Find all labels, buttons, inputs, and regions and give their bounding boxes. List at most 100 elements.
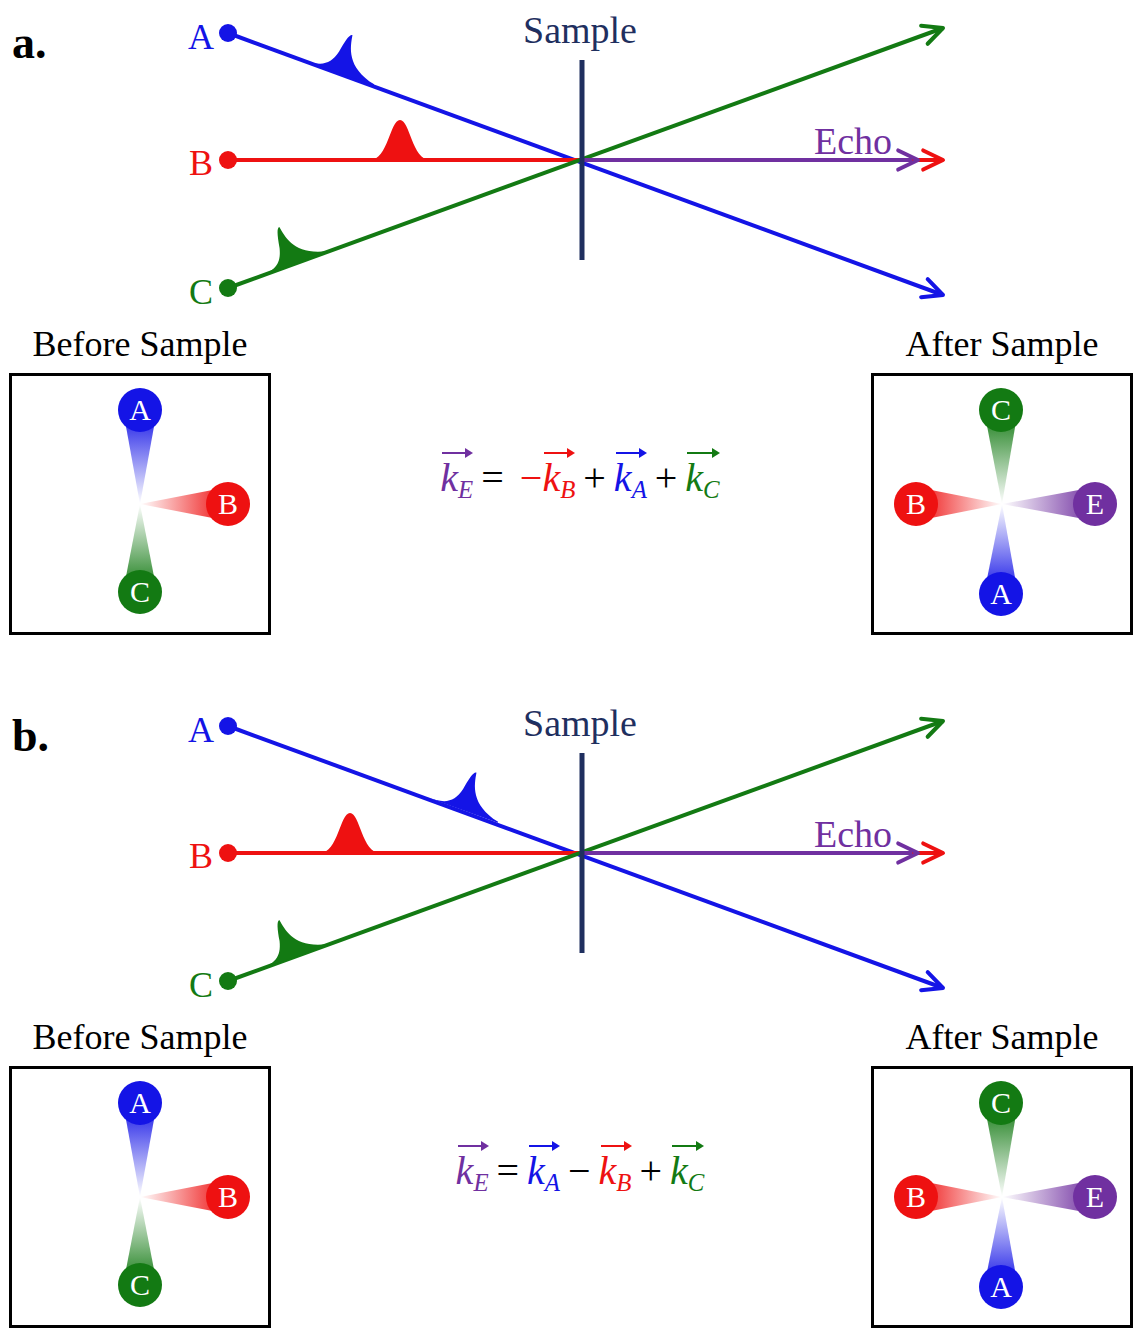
beam-circle: A xyxy=(979,1265,1023,1309)
beam-circle: A xyxy=(118,1081,162,1125)
wavevector: kB xyxy=(599,1141,632,1196)
beam-letter: A xyxy=(188,712,214,748)
echo-label: Echo xyxy=(814,122,892,160)
operator: − xyxy=(568,1148,591,1193)
panel-letter: b. xyxy=(12,713,49,759)
sample-label: Sample xyxy=(521,704,639,742)
beam-a xyxy=(228,33,943,295)
circle-letter: B xyxy=(218,489,238,519)
wavevector-equation: kE=kA−kB+kC xyxy=(330,1141,830,1196)
vector-subscript: B xyxy=(616,1169,631,1196)
circle-letter: E xyxy=(1086,1182,1104,1212)
beam-origin-dot xyxy=(219,844,237,862)
arrow-head xyxy=(921,719,943,737)
beam-origin-dot xyxy=(219,279,237,297)
wavevector: kA xyxy=(614,448,647,503)
beam-origin-dot xyxy=(219,24,237,42)
beam-circle: B xyxy=(894,1175,938,1219)
circle-letter: E xyxy=(1086,489,1104,519)
beam-circle: C xyxy=(118,1263,162,1307)
circle-letter: B xyxy=(218,1182,238,1212)
arrow-head xyxy=(921,26,943,44)
wavevector: kA xyxy=(527,1141,560,1196)
wavevector: kE xyxy=(440,448,473,503)
operator: + xyxy=(640,1148,663,1193)
circle-letter: A xyxy=(129,1088,151,1118)
beam-circle: E xyxy=(1073,482,1117,526)
operator: − xyxy=(520,455,543,500)
arrow-head xyxy=(923,150,943,169)
box-heading: After Sample xyxy=(854,1019,1133,1055)
light-pulse xyxy=(426,759,511,822)
wavevector-equation: kE=−kB+kA+kC xyxy=(330,448,830,503)
wavevector: kC xyxy=(685,448,719,503)
vector-symbol: k xyxy=(456,1148,474,1193)
vector-symbol: k xyxy=(542,455,560,500)
circle-letter: C xyxy=(130,577,150,607)
beam-a xyxy=(228,726,943,988)
echo-label: Echo xyxy=(814,815,892,853)
beam-origin-dot xyxy=(219,151,237,169)
operator: = xyxy=(497,1148,520,1193)
operator: = xyxy=(481,455,504,500)
arrow-head xyxy=(898,843,918,862)
wavevector: kC xyxy=(670,1141,704,1196)
vector-symbol: k xyxy=(614,455,632,500)
panel-box: After SampleCBEA xyxy=(871,1066,1133,1328)
vector-symbol: k xyxy=(670,1148,688,1193)
circle-letter: C xyxy=(130,1270,150,1300)
beam-origin-dot xyxy=(219,972,237,990)
beam-letter: C xyxy=(189,274,213,310)
beam-circle: B xyxy=(206,1175,250,1219)
panel-box: Before SampleABC xyxy=(9,373,271,635)
beam-circle: B xyxy=(206,482,250,526)
panel-letter: a. xyxy=(12,20,47,66)
wavevector: kB xyxy=(542,448,575,503)
vector-symbol: k xyxy=(527,1148,545,1193)
vector-symbol: k xyxy=(685,455,703,500)
beam-c xyxy=(228,721,943,981)
sample-label: Sample xyxy=(521,11,639,49)
circle-letter: A xyxy=(990,579,1012,609)
vector-subscript: C xyxy=(688,1169,705,1196)
beam-letter: B xyxy=(189,838,213,874)
beam-circle: C xyxy=(979,1081,1023,1125)
box-heading: Before Sample xyxy=(0,326,288,362)
arrow-head xyxy=(921,972,943,990)
light-pulse xyxy=(370,120,430,160)
wavevector: kE xyxy=(456,1141,489,1196)
beam-circle: A xyxy=(118,388,162,432)
panel-box: After SampleCBEA xyxy=(871,373,1133,635)
vector-symbol: k xyxy=(599,1148,617,1193)
beam-letter: B xyxy=(189,145,213,181)
sample-plane xyxy=(580,60,585,260)
arrow-head xyxy=(923,843,943,862)
light-pulse xyxy=(243,214,328,277)
beam-letter: A xyxy=(188,19,214,55)
circle-letter: A xyxy=(990,1272,1012,1302)
sample-plane xyxy=(580,753,585,953)
vector-subscript: B xyxy=(560,476,575,503)
vector-symbol: k xyxy=(440,455,458,500)
arrow-head xyxy=(898,150,918,169)
light-pulse xyxy=(302,22,387,85)
box-heading: After Sample xyxy=(854,326,1133,362)
vector-subscript: A xyxy=(632,476,647,503)
circle-letter: C xyxy=(991,395,1011,425)
beam-origin-dot xyxy=(219,717,237,735)
beam-circle: C xyxy=(118,570,162,614)
circle-letter: C xyxy=(991,1088,1011,1118)
beam-circle: C xyxy=(979,388,1023,432)
circle-letter: A xyxy=(129,395,151,425)
vector-subscript: A xyxy=(545,1169,560,1196)
arrow-head xyxy=(921,279,943,297)
beam-circle: E xyxy=(1073,1175,1117,1219)
beam-letter: C xyxy=(189,967,213,1003)
vector-subscript: E xyxy=(473,1169,488,1196)
light-pulse xyxy=(243,907,328,970)
panel-box: Before SampleABC xyxy=(9,1066,271,1328)
operator: + xyxy=(583,455,606,500)
vector-subscript: E xyxy=(458,476,473,503)
circle-letter: B xyxy=(906,1182,926,1212)
